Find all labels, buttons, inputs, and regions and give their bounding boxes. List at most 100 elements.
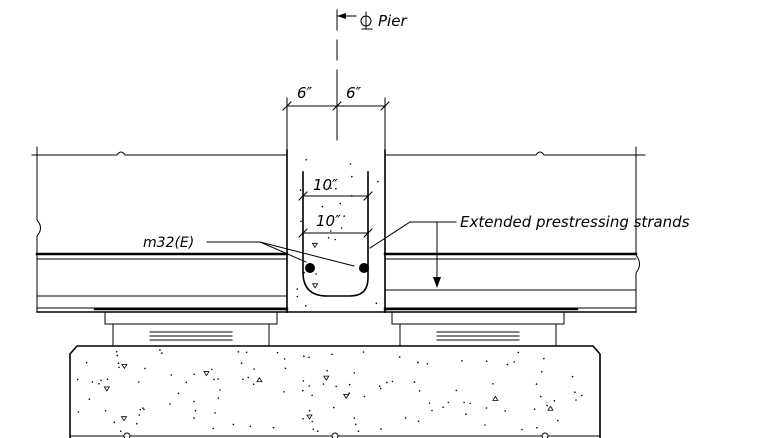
- hatch-dot: [377, 180, 379, 183]
- hatch-dot: [330, 230, 332, 232]
- hatch-dot: [305, 159, 308, 161]
- hatch-dot: [217, 378, 219, 380]
- strands-label: Extended prestressing strands: [460, 213, 690, 231]
- right-bearing: [383, 307, 579, 347]
- diaphragm: [286, 149, 386, 313]
- dim-right-6in: 6″: [346, 84, 362, 102]
- hatch-dot: [398, 356, 401, 358]
- hatch-dot: [296, 288, 299, 290]
- hatch-dot: [212, 427, 214, 430]
- hatch-dot: [299, 189, 302, 191]
- hatch-dot: [106, 378, 109, 381]
- hatch-dot: [447, 401, 450, 404]
- dim-upper-10in: 10″: [313, 176, 338, 194]
- hatch-dot: [362, 351, 365, 353]
- hatch-dot: [348, 392, 351, 395]
- hatch-dot: [363, 395, 366, 398]
- hatch-dot: [335, 187, 337, 190]
- hatch-dot: [379, 385, 381, 388]
- hatch-triangle: [203, 371, 210, 377]
- hatch-dot: [331, 353, 333, 356]
- hatch-dot: [308, 409, 311, 412]
- hatch-dot: [536, 426, 538, 429]
- hatch-dot: [245, 351, 248, 354]
- hatch-dot: [541, 370, 543, 373]
- hatch-dot: [143, 408, 145, 411]
- hatch-dot: [343, 215, 346, 217]
- hatch-dot: [98, 383, 100, 385]
- hatch-dot: [170, 374, 173, 376]
- hatch-dot: [142, 407, 144, 409]
- hatch-dot: [119, 430, 122, 433]
- hatch-dot: [485, 407, 488, 409]
- hatch-dot: [302, 380, 305, 382]
- hatch-dot: [322, 383, 325, 385]
- hatch-dot: [213, 378, 215, 381]
- hatch-dot: [104, 410, 107, 412]
- hatch-dot: [492, 383, 494, 385]
- hatch-dot: [455, 389, 458, 392]
- hatch-dot: [315, 273, 318, 275]
- hatch-dot: [115, 350, 118, 353]
- hatch-triangle: [311, 283, 319, 289]
- right-beam: [383, 252, 638, 313]
- hatch-dot: [353, 417, 356, 419]
- hatch-dot: [506, 363, 509, 366]
- hatch-dot: [77, 411, 80, 413]
- hatch-dot: [249, 425, 252, 428]
- hatch-dot: [334, 238, 336, 241]
- hatch-dot: [161, 352, 163, 354]
- hatch-dot: [211, 368, 213, 371]
- hatch-dot: [348, 383, 351, 386]
- hatch-dot: [311, 394, 313, 397]
- hatch-dot: [136, 422, 138, 425]
- hatch-dot: [330, 187, 332, 190]
- hatch-dot: [303, 271, 305, 274]
- hatch-dot: [177, 392, 180, 395]
- left-bearing: [93, 307, 289, 347]
- pier-label: Pier: [378, 12, 407, 30]
- hatch-dot: [113, 421, 116, 424]
- hatch-dot: [404, 417, 407, 419]
- hatch-dot: [308, 356, 310, 359]
- hatch-triangle: [103, 386, 111, 392]
- hatch-triangle: [547, 405, 554, 411]
- hatch-dot: [543, 357, 545, 360]
- hatch-dot: [469, 402, 471, 405]
- hatch-dot: [335, 385, 338, 388]
- concrete-hatch-pier-cap: [76, 349, 583, 433]
- concrete-hatch-diaphragm: [296, 159, 379, 307]
- hatch-dot: [302, 389, 304, 392]
- hatch-dot: [461, 360, 463, 362]
- hatch-dot: [242, 378, 244, 381]
- hatch-dot: [284, 367, 287, 370]
- hatch-dot: [428, 402, 431, 404]
- hatch-dot: [193, 373, 195, 376]
- hatch-dot: [214, 412, 216, 414]
- hatch-dot: [253, 368, 255, 370]
- strands-arrowhead: [433, 277, 441, 288]
- hatch-dot: [193, 400, 195, 403]
- hatch-dot: [513, 361, 515, 363]
- hatch-triangle: [256, 377, 263, 383]
- hatch-dot: [240, 362, 243, 364]
- pier-cap: [69, 345, 601, 438]
- centerline-arrowhead: [337, 13, 346, 19]
- hatch-triangle: [121, 364, 128, 370]
- hatch-dot: [581, 394, 583, 397]
- left-beam: [35, 252, 289, 313]
- hatch-dot: [340, 227, 343, 229]
- hatch-dot: [465, 413, 467, 416]
- hatch-triangle: [120, 416, 128, 422]
- hatch-dot: [426, 363, 429, 365]
- hatch-dot: [311, 420, 314, 423]
- dimension-10in-lower: [298, 228, 373, 238]
- strand-dot-right: [359, 263, 369, 273]
- hatch-dot: [247, 376, 249, 379]
- hatch-dot: [237, 351, 240, 353]
- hatch-dot: [351, 175, 353, 178]
- hatch-dot: [386, 381, 388, 384]
- hatch-dot: [533, 408, 536, 411]
- hatch-dot: [333, 406, 335, 409]
